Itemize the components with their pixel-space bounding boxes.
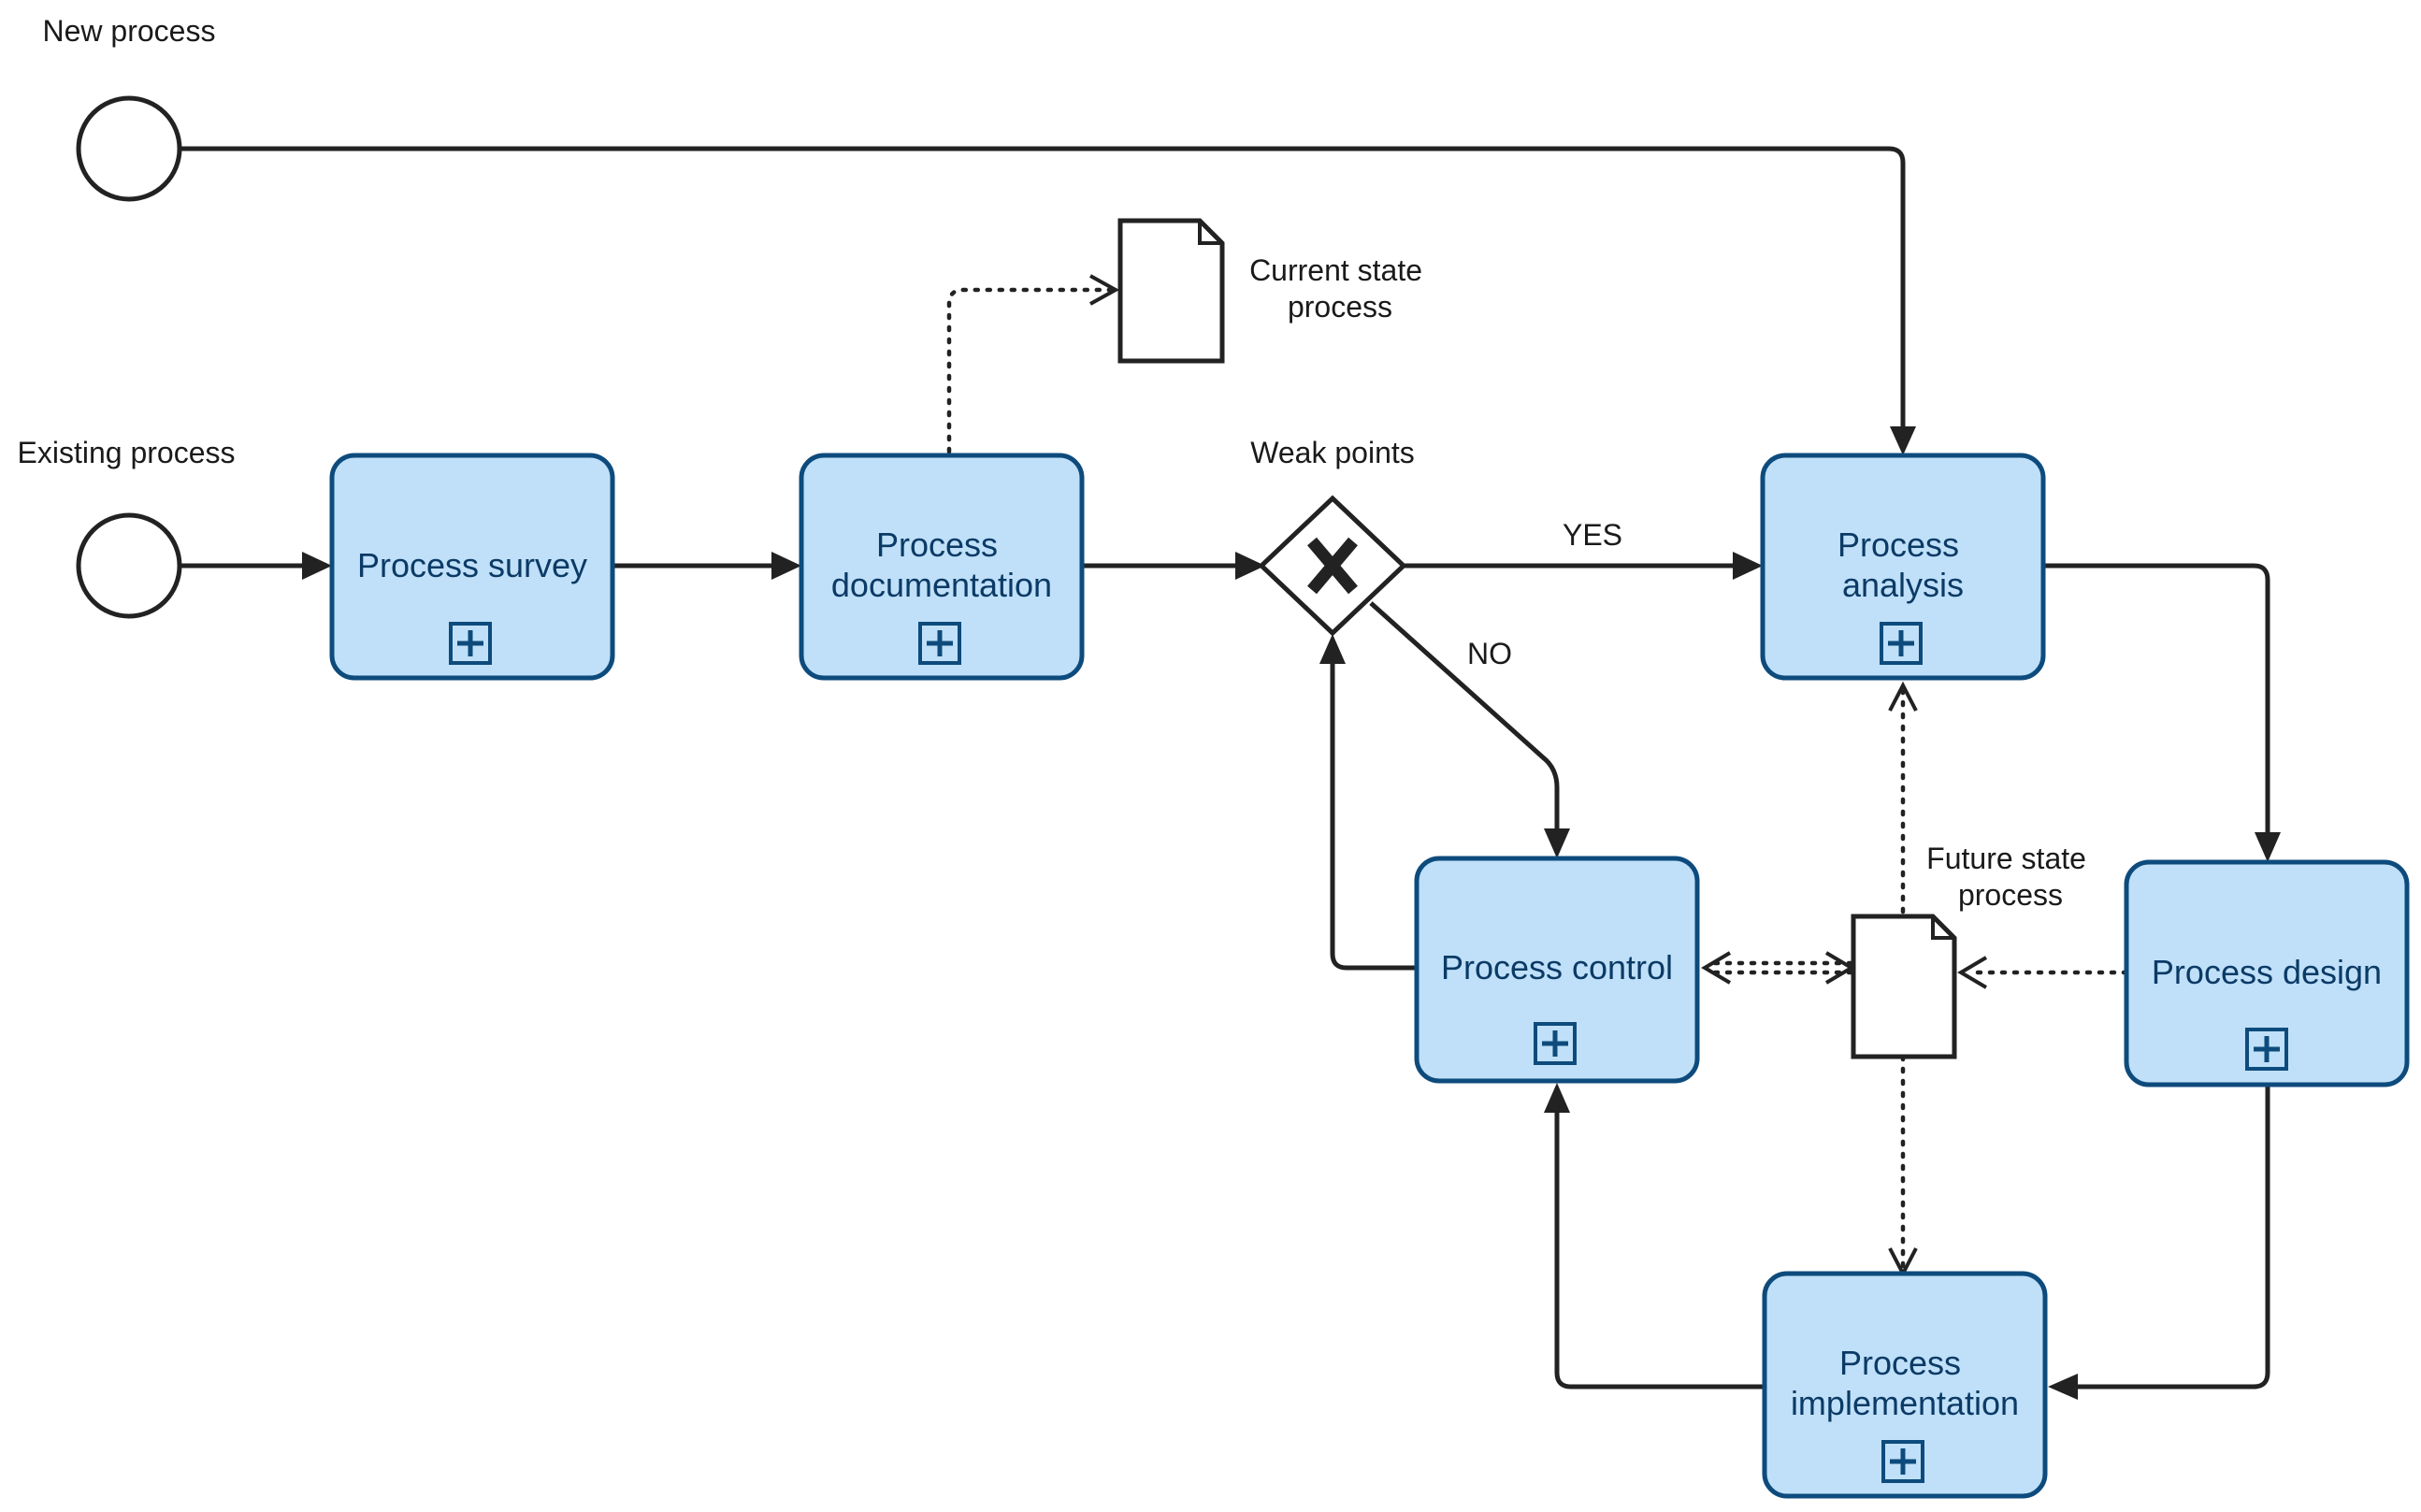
document-fold: [1198, 221, 1222, 245]
document-icon: [1851, 914, 1957, 1059]
association-arrowheads: [1089, 274, 1988, 1278]
task-label: Process design: [2152, 953, 2382, 991]
expand-subprocess-icon[interactable]: [1881, 1440, 1924, 1483]
expand-subprocess-icon[interactable]: [1534, 1022, 1577, 1065]
assoc-documentation-to-current-state: [946, 287, 1114, 454]
arrowhead: [302, 552, 332, 580]
data-object-label: Future state process: [1926, 842, 2095, 912]
flow-no-to-control: [1369, 601, 1560, 830]
data-object-label: Current state process: [1249, 253, 1431, 324]
arrowhead: [771, 552, 801, 580]
arrowhead: [1733, 552, 1763, 580]
flow-analysis-to-design: [2043, 563, 2270, 834]
flow-design-to-implementation: [2076, 1087, 2270, 1390]
yes-label: YES: [1563, 518, 1622, 552]
data-object-future-state[interactable]: Future state process: [1851, 842, 2095, 1059]
open-arrowhead: [1957, 956, 1988, 989]
task-label: Process documentation: [831, 526, 1052, 604]
start-event-new-process[interactable]: New process: [43, 14, 216, 202]
arrowhead: [1235, 552, 1265, 580]
exclusive-gateway[interactable]: Weak points YES NO: [1250, 436, 1622, 670]
document-fold: [1931, 916, 1954, 940]
open-arrowhead: [1888, 681, 1918, 712]
task-label: Process survey: [357, 546, 587, 584]
gateway-x-icon: [1307, 537, 1358, 595]
task-process-survey[interactable]: Process survey: [329, 453, 615, 681]
task-box: [1762, 1271, 2048, 1499]
start-event-circle: [76, 95, 182, 202]
flow-implementation-to-control: [1554, 1111, 1765, 1390]
task-box: [329, 453, 615, 681]
start-event-existing-process[interactable]: Existing process: [18, 436, 236, 619]
arrowhead: [2255, 832, 2281, 862]
flow-control-to-gateway: [1330, 662, 1417, 971]
expand-subprocess-icon[interactable]: [2245, 1028, 2288, 1071]
start-event-circle: [76, 512, 182, 619]
start-event-label: Existing process: [18, 436, 236, 469]
no-label: NO: [1467, 637, 1512, 670]
expand-subprocess-icon[interactable]: [1880, 622, 1923, 665]
arrowhead: [2048, 1374, 2078, 1400]
sequence-flows: [180, 146, 2281, 1400]
task-process-implementation[interactable]: Process implementation: [1762, 1271, 2048, 1499]
task-process-control[interactable]: Process control: [1414, 856, 1700, 1084]
task-process-documentation[interactable]: Process documentation: [799, 453, 1085, 681]
task-box: [1760, 453, 2046, 681]
document-icon: [1117, 218, 1225, 364]
task-label: Process control: [1441, 948, 1673, 986]
task-label: Process implementation: [1791, 1344, 2019, 1422]
expand-subprocess-icon[interactable]: [449, 622, 492, 665]
task-box: [1414, 856, 1700, 1084]
arrowhead: [1544, 828, 1570, 858]
open-arrowhead: [1824, 951, 1855, 985]
arrowhead: [1319, 634, 1346, 664]
task-box: [2124, 859, 2410, 1087]
start-event-label: New process: [43, 14, 216, 48]
data-object-current-state[interactable]: Current state process: [1117, 218, 1431, 364]
flow-new-to-analysis: [180, 146, 1906, 428]
task-process-analysis[interactable]: Process analysis: [1760, 453, 2046, 681]
task-label: Process analysis: [1837, 526, 1968, 604]
arrowhead: [1544, 1083, 1570, 1113]
gateway-label: Weak points: [1250, 436, 1415, 469]
expand-subprocess-icon[interactable]: [918, 622, 961, 665]
task-box: [799, 453, 1085, 681]
arrowhead: [1890, 426, 1916, 455]
task-process-design[interactable]: Process design: [2124, 859, 2410, 1087]
open-arrowhead: [1089, 274, 1120, 306]
open-arrowhead: [1701, 951, 1732, 985]
data-associations: [946, 287, 2129, 1270]
